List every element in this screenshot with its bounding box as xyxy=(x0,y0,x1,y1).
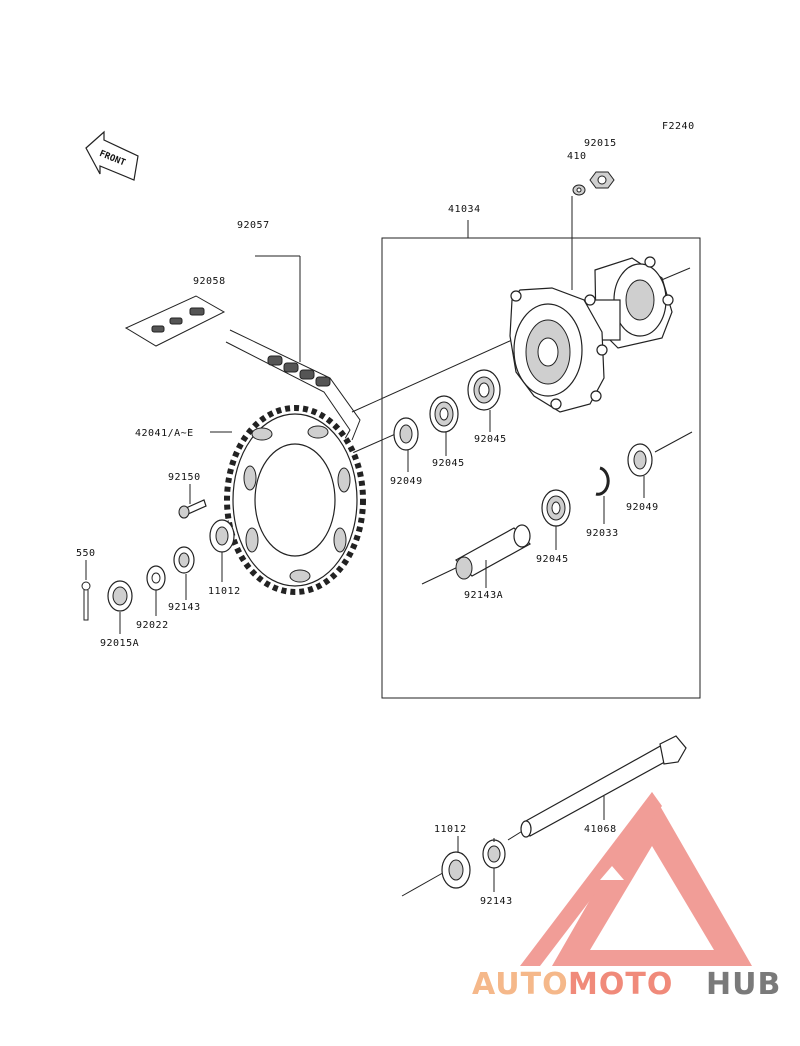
label-11012-b: 11012 xyxy=(434,824,467,835)
rear-hub-41034 xyxy=(509,256,674,413)
label-92045-c: 92045 xyxy=(536,554,569,565)
label-92045-a: 92045 xyxy=(474,434,507,445)
axle-41068 xyxy=(520,735,687,838)
nut-92015 xyxy=(589,171,615,189)
label-92015: 92015 xyxy=(584,138,617,149)
collar-92143-b xyxy=(482,839,506,869)
hub-assembly-box xyxy=(381,237,701,699)
label-92143-b: 92143 xyxy=(480,896,513,907)
master-link-92058 xyxy=(124,295,226,347)
washer-92022 xyxy=(146,565,166,591)
collar-92143-a xyxy=(173,546,195,574)
figure-code: F2240 xyxy=(662,121,695,132)
label-11012-a: 11012 xyxy=(208,586,241,597)
sprocket-42041 xyxy=(224,405,366,595)
leader-lines xyxy=(85,255,645,892)
label-92049-a: 92049 xyxy=(390,476,423,487)
drive-chain-92057 xyxy=(225,329,361,445)
watermark-triangle-inner xyxy=(590,846,714,950)
label-92143A: 92143A xyxy=(464,590,503,601)
collar-92143A xyxy=(455,524,531,580)
label-42041: 42041/A~E xyxy=(135,428,194,439)
label-92049-b: 92049 xyxy=(626,502,659,513)
collar-11012-a xyxy=(209,519,235,553)
label-92057: 92057 xyxy=(237,220,270,231)
label-92033: 92033 xyxy=(586,528,619,539)
label-550: 550 xyxy=(76,548,96,559)
collar-11012-b xyxy=(441,851,471,889)
watermark-text-moto: MOTO xyxy=(568,967,673,1002)
circlip-92033 xyxy=(595,466,610,496)
oil-seal-92049-b xyxy=(627,443,653,477)
castle-nut-92015A xyxy=(107,580,133,612)
label-92045-b: 92045 xyxy=(432,458,465,469)
front-arrow-icon: FRONT xyxy=(85,130,139,181)
watermark-text-auto: AUTO xyxy=(472,967,569,1002)
label-92022: 92022 xyxy=(136,620,169,631)
washer-410 xyxy=(572,184,586,196)
label-41034: 41034 xyxy=(448,204,481,215)
watermark-text-hub: HUB xyxy=(706,967,781,1002)
bearing-92045-c xyxy=(541,489,571,527)
bolt-92150 xyxy=(178,499,207,519)
label-92058: 92058 xyxy=(193,276,226,287)
label-92015A: 92015A xyxy=(100,638,139,649)
bearing-92045-b xyxy=(429,395,459,433)
label-92143-a: 92143 xyxy=(168,602,201,613)
label-92150: 92150 xyxy=(168,472,201,483)
oil-seal-92049-a xyxy=(393,417,419,451)
label-410: 410 xyxy=(567,151,587,162)
label-41068: 41068 xyxy=(584,824,617,835)
cotter-pin-550 xyxy=(81,581,91,621)
bearing-92045-a xyxy=(467,369,501,411)
automotohub-watermark-logo xyxy=(520,792,752,966)
